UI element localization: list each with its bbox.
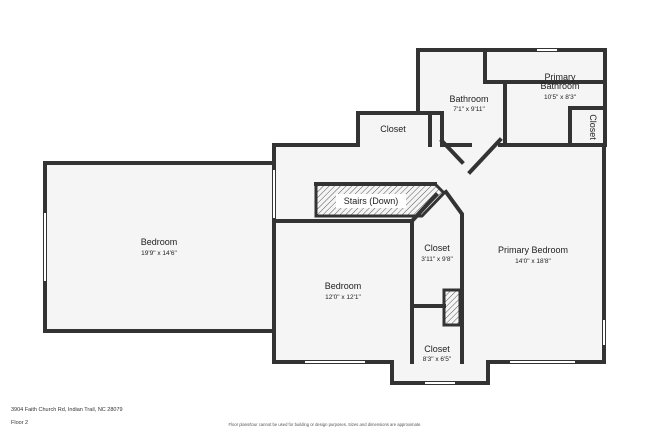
dim-bathroom: 7'1" x 9'11": [453, 106, 485, 113]
label-closet-mid: Closet: [424, 243, 450, 253]
windows: [44, 49, 605, 384]
label-closet-top: Closet: [380, 124, 406, 134]
dim-bedroom-west: 19'9" x 14'6": [141, 250, 177, 257]
dim-closet-bottom: 8'3" x 6'5": [423, 356, 452, 363]
label-primary-bathroom-line1: Primary: [545, 72, 576, 82]
dim-primary-bathroom: 10'5" x 8'3": [544, 94, 577, 101]
label-bedroom-center: Bedroom: [325, 281, 362, 291]
label-closet-right: Closet: [588, 114, 598, 140]
label-primary-bathroom-line2: Bathroom: [540, 81, 579, 91]
stairs-label-bg: [336, 194, 406, 208]
label-primary-bedroom: Primary Bedroom: [498, 245, 568, 255]
label-bathroom: Bathroom: [449, 94, 488, 104]
floor-label: Floor 2: [11, 420, 29, 426]
label-stairs: Stairs (Down): [344, 196, 399, 206]
label-bedroom-west: Bedroom: [141, 237, 178, 247]
disclaimer-text: Floor plans/tour cannot be used for buil…: [228, 422, 422, 427]
dim-primary-bedroom: 14'0" x 18'8": [515, 258, 551, 265]
dim-bedroom-center: 12'0" x 12'1": [325, 294, 361, 301]
label-closet-bottom: Closet: [424, 344, 450, 354]
shaft-hatch: [442, 288, 462, 327]
dim-closet-mid: 3'11" x 9'8": [421, 256, 453, 263]
address-text: 3904 Faith Church Rd, Indian Trail, NC 2…: [11, 407, 123, 413]
